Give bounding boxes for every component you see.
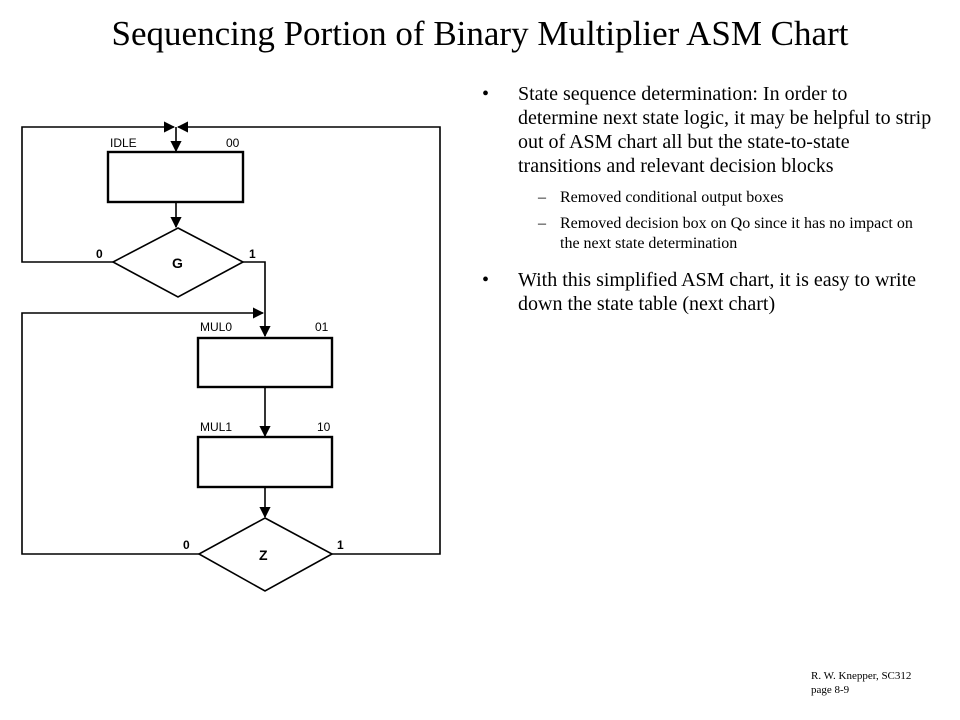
slide-footer: R. W. Knepper, SC312 page 8-9 [811,669,911,697]
bullet-item: • With this simplified ASM chart, it is … [482,268,932,316]
branch-label-z-true: 1 [337,538,344,552]
sub-bullet-item: – Removed decision box on Qo since it ha… [482,214,932,254]
decision-diamond-z [197,517,334,592]
branch-label-g-true: 1 [249,247,256,261]
state-code-idle: 00 [226,136,240,150]
bullet-dot: • [482,83,490,105]
bullet-text: With this simplified ASM chart, it is ea… [518,269,917,315]
branch-label-z-false: 0 [183,538,190,552]
bullet-dot: • [482,269,490,291]
decision-label-z: Z [259,547,268,563]
sub-bullet-item: – Removed conditional output boxes [482,188,932,208]
sub-bullet-dash: – [538,189,546,206]
footer-page: page 8-9 [811,684,850,696]
sub-bullet-text: Removed decision box on Qo since it has … [560,215,913,252]
state-name-mul0: MUL0 [200,320,232,334]
flow-z-true-loop [176,121,441,555]
flow-g-false-loop [21,121,176,263]
state-box-mul1 [196,435,334,489]
state-name-mul1: MUL1 [200,420,232,434]
state-code-mul0: 01 [315,320,329,334]
state-name-idle: IDLE [110,136,137,150]
sub-bullet-text: Removed conditional output boxes [560,189,784,206]
slide-title: Sequencing Portion of Binary Multiplier … [111,14,849,53]
decision-label-g: G [172,255,183,271]
branch-label-g-false: 0 [96,247,103,261]
state-box-mul0 [196,336,334,389]
bullet-text: State sequence determination: In order t… [518,83,932,177]
sub-bullet-dash: – [538,215,546,232]
flow-g-true-to-mul0 [243,261,271,338]
state-code-mul1: 10 [317,420,331,434]
state-box-idle [106,150,245,204]
bullet-item: • State sequence determination: In order… [482,82,932,178]
flow-z-false-loop [21,307,265,555]
footer-author: R. W. Knepper, SC312 [811,670,912,682]
decision-diamond-g [111,227,245,298]
bullet-list: • State sequence determination: In order… [482,82,932,326]
